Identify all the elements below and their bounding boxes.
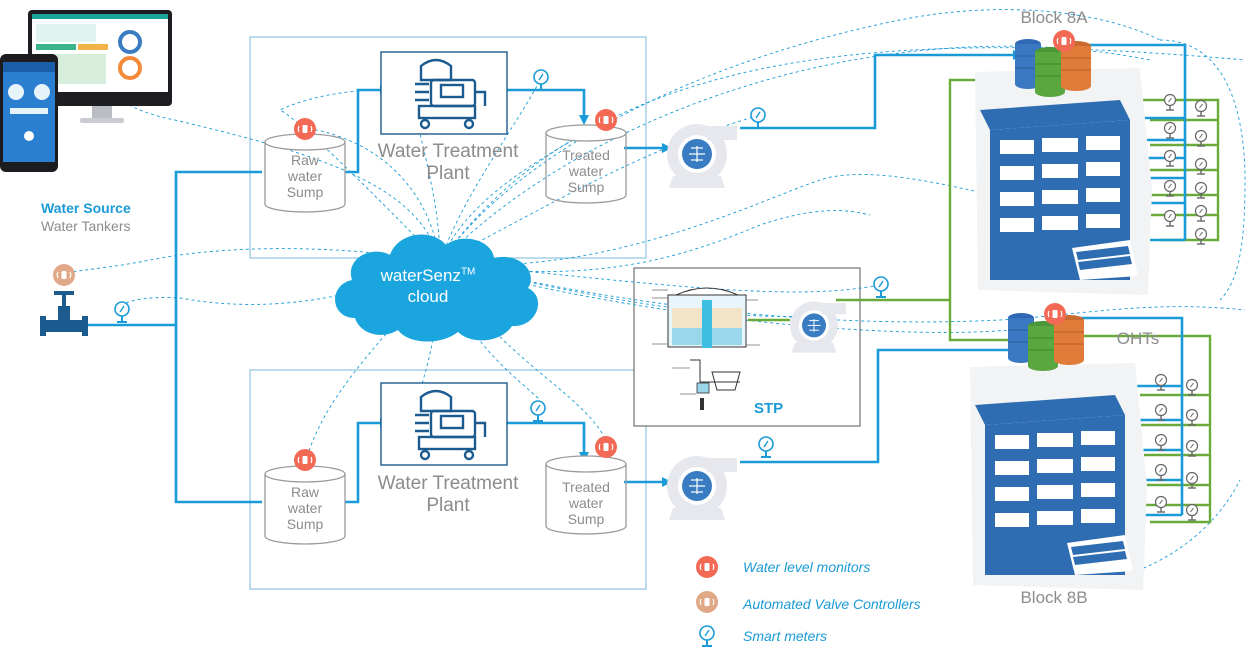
block-8a-building-icon bbox=[975, 68, 1152, 295]
legend-level-monitors-text: Water level monitors bbox=[743, 559, 871, 575]
legend-level-monitor-icon bbox=[695, 555, 719, 579]
smart-meter-icon bbox=[758, 436, 774, 458]
legend-valve-controller-icon bbox=[695, 590, 719, 614]
block-8a-label: Block 8A bbox=[1020, 8, 1088, 27]
pump-bottom-icon bbox=[666, 455, 738, 521]
raw-sump-bottom-label: Raw water Sump bbox=[286, 484, 324, 533]
level-monitor-icon bbox=[1043, 302, 1067, 326]
smart-meter-icon bbox=[114, 301, 130, 323]
valve-controller-icon bbox=[52, 263, 76, 287]
level-monitor-icon bbox=[594, 435, 618, 459]
smart-meter-icon bbox=[750, 107, 766, 129]
level-monitor-icon bbox=[1052, 29, 1076, 53]
level-monitor-icon bbox=[293, 448, 317, 472]
level-monitor-icon bbox=[293, 117, 317, 141]
cloud-name: waterSenz bbox=[380, 266, 461, 285]
water-source-subtitle: Water Tankers bbox=[41, 218, 131, 234]
legend-valve-controllers-text: Automated Valve Controllers bbox=[743, 596, 921, 612]
water-source-valve-icon bbox=[40, 291, 88, 336]
mobile-app-phone-icon bbox=[0, 54, 58, 172]
stp-label: STP bbox=[754, 400, 784, 417]
smart-meter-icon bbox=[873, 276, 889, 298]
raw-sump-top-label: Raw water Sump bbox=[286, 152, 324, 201]
legend-smart-meter-icon bbox=[699, 625, 715, 647]
block-8a-oht-icon bbox=[1014, 38, 1092, 98]
stp-schematic bbox=[652, 287, 760, 410]
cloud-tm: TM bbox=[460, 266, 476, 278]
dashboard-monitor-icon bbox=[28, 10, 172, 123]
level-monitor-icon bbox=[594, 108, 618, 132]
cloud-label: waterSenzTM cloud bbox=[368, 265, 488, 308]
cloud-icon bbox=[335, 234, 539, 342]
ohts-label: OHTs bbox=[1116, 329, 1160, 348]
wtp-top-icon bbox=[379, 50, 509, 136]
block-8b-building-icon bbox=[970, 363, 1147, 590]
block-8b-oht-icon bbox=[1007, 312, 1085, 372]
legend-smart-meters-text: Smart meters bbox=[743, 628, 828, 644]
cloud-sub: cloud bbox=[407, 287, 449, 307]
wtp-top-label: Water Treatment Plant bbox=[377, 141, 519, 184]
pump-top-icon bbox=[666, 123, 738, 189]
wtp-bottom-icon bbox=[379, 381, 509, 467]
wtp-bottom-label: Water Treatment Plant bbox=[377, 473, 519, 516]
smart-meter-icon bbox=[530, 400, 546, 422]
plant-bottom-frame bbox=[249, 369, 647, 590]
treated-sump-top-label: Treated water Sump bbox=[562, 147, 610, 196]
blue-pipes bbox=[88, 43, 1187, 517]
block-8b-label: Block 8B bbox=[1020, 588, 1088, 607]
treated-sump-bottom-label: Treated water Sump bbox=[562, 479, 610, 528]
block-8b-meters bbox=[1154, 373, 1199, 521]
water-source-title: Water Source bbox=[41, 200, 131, 216]
